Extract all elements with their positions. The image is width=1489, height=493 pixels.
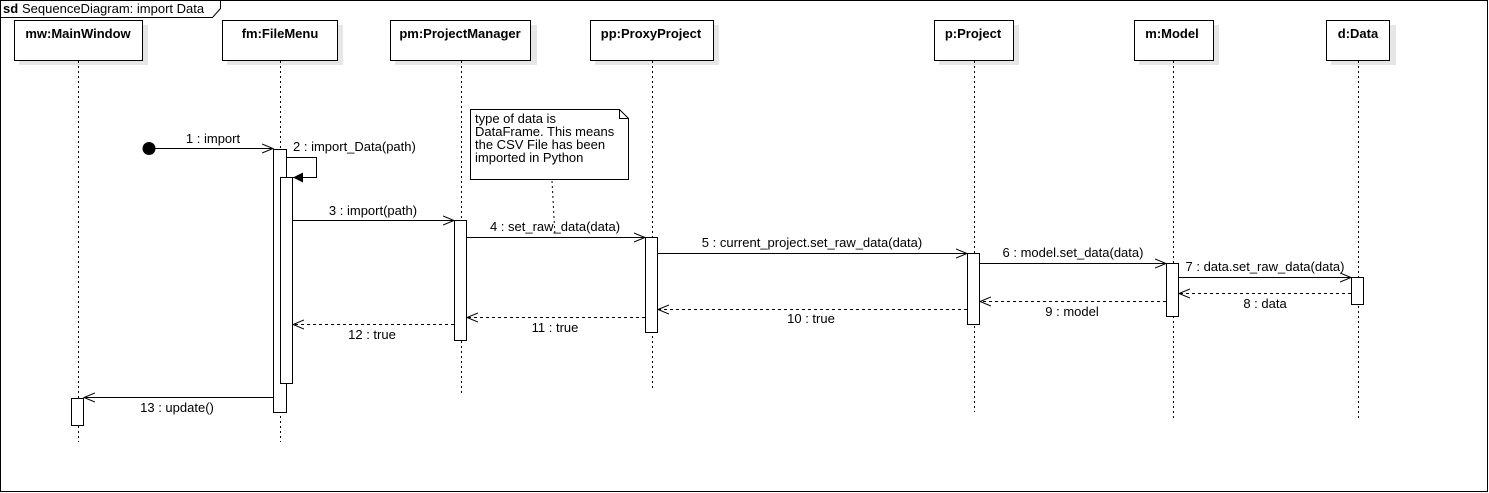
message-13-label: 13 : update() <box>140 400 214 415</box>
lifeline-m-label: m:Model <box>1145 26 1198 41</box>
message-4-label: 4 : set_raw_data(data) <box>490 219 620 234</box>
message-11[interactable]: 11 : true <box>467 318 645 336</box>
activation-pp[interactable] <box>645 237 658 333</box>
note-anchor-line <box>551 180 556 237</box>
message-10[interactable]: 10 : true <box>658 310 967 327</box>
lifeline-fm-label: fm:FileMenu <box>242 26 319 41</box>
lifeline-p[interactable]: p:Project <box>934 20 1020 413</box>
lifeline-mw-label: mw:MainWindow <box>25 26 131 41</box>
message-6-label: 6 : model.set_data(data) <box>1003 245 1144 260</box>
lifeline-d[interactable]: d:Data <box>1326 20 1397 419</box>
message-10-label: 10 : true <box>787 311 835 326</box>
message-9[interactable]: 9 : model <box>980 302 1166 320</box>
activation-bars <box>71 149 1364 426</box>
activation-mw[interactable] <box>71 398 84 426</box>
activation-d[interactable] <box>1351 277 1364 305</box>
message-12[interactable]: 12 : true <box>293 325 454 343</box>
message-12-label: 12 : true <box>348 327 396 342</box>
message-1[interactable]: 1 : import <box>142 131 274 155</box>
lifeline-pm[interactable]: pm:ProjectManager <box>390 20 538 396</box>
message-4[interactable]: 4 : set_raw_data(data) <box>466 219 646 238</box>
message-2-label: 2 : import_Data(path) <box>293 139 416 154</box>
frame-keyword: sd <box>3 1 18 16</box>
messages: 1 : import 2 : import_Data(path) 3 : imp… <box>84 131 1351 415</box>
message-11-label: 11 : true <box>532 320 579 335</box>
message-9-label: 9 : model <box>1045 304 1099 319</box>
lifeline-pp-label: pp:ProxyProject <box>601 26 702 41</box>
lifeline-fm[interactable]: fm:FileMenu <box>222 20 344 443</box>
lifeline-pm-label: pm:ProjectManager <box>399 26 520 41</box>
note-line: DataFrame. This means <box>475 124 615 139</box>
activation-pm[interactable] <box>454 220 467 341</box>
message-6[interactable]: 6 : model.set_data(data) <box>979 245 1167 264</box>
note-line: the CSV File has been <box>475 137 605 152</box>
lifeline-pp[interactable]: pp:ProxyProject <box>590 20 720 389</box>
lifeline-mw[interactable]: mw:MainWindow <box>14 20 149 443</box>
activation-p[interactable] <box>967 253 980 325</box>
message-7[interactable]: 7 : data.set_raw_data(data) <box>1178 259 1352 278</box>
message-5[interactable]: 5 : current_project.set_raw_data(data) <box>657 235 968 254</box>
frame-title: SequenceDiagram: import Data <box>22 1 205 16</box>
note[interactable]: type of data is DataFrame. This means th… <box>470 109 629 237</box>
message-8-label: 8 : data <box>1243 296 1287 311</box>
message-1-label: 1 : import <box>186 131 241 146</box>
activation-fm-inner[interactable] <box>280 177 293 384</box>
lifeline-d-label: d:Data <box>1338 26 1379 41</box>
note-line: type of data is <box>475 111 556 126</box>
activation-m[interactable] <box>1166 263 1179 317</box>
message-2[interactable]: 2 : import_Data(path) <box>286 139 416 183</box>
lifeline-p-label: p:Project <box>945 26 1002 41</box>
message-7-label: 7 : data.set_raw_data(data) <box>1186 259 1345 274</box>
message-13[interactable]: 13 : update() <box>84 398 273 416</box>
message-5-label: 5 : current_project.set_raw_data(data) <box>702 235 922 250</box>
note-line: imported in Python <box>475 150 583 165</box>
message-8[interactable]: 8 : data <box>1179 294 1351 312</box>
message-3[interactable]: 3 : import(path) <box>292 203 455 221</box>
message-3-label: 3 : import(path) <box>329 203 417 218</box>
lifeline-m[interactable]: m:Model <box>1134 20 1220 419</box>
